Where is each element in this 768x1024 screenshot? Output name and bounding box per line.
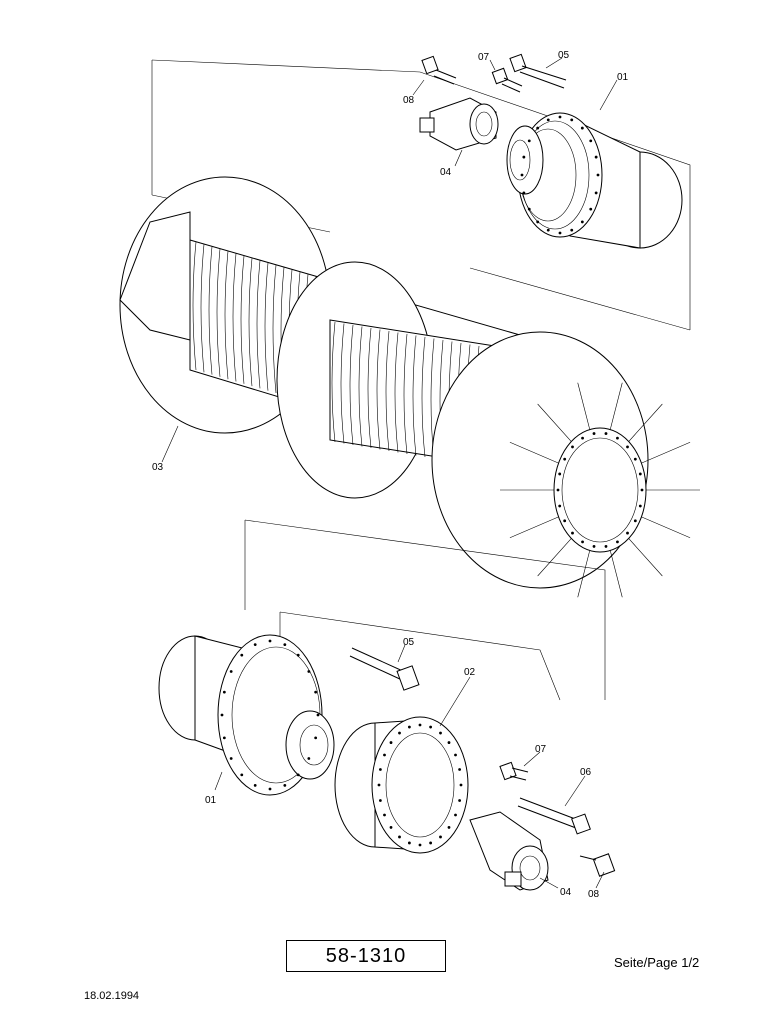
bolt-07-bottom	[499, 761, 529, 781]
bolt-07-top	[491, 67, 523, 93]
callout-05-top: 05	[558, 50, 570, 61]
bolt-08-top	[421, 55, 457, 85]
bottom-assembly-frame	[244, 519, 606, 701]
page-label: Seite/Page 1/2	[614, 955, 700, 970]
gearbox-top	[506, 112, 683, 249]
callout-08-top: 08	[403, 95, 415, 106]
drawing-date: 18.02.1994	[84, 990, 140, 1002]
callout-05-bottom: 05	[403, 637, 415, 648]
bolt-06-bottom	[517, 797, 591, 835]
callout-04-top: 04	[440, 167, 452, 178]
bolt-08-bottom	[579, 853, 616, 877]
callout-06: 06	[580, 767, 592, 778]
leader-lines	[161, 57, 618, 889]
document-number: 58-1310	[325, 944, 407, 967]
gearbox-bottom	[158, 634, 335, 796]
callout-01-top: 01	[617, 72, 629, 83]
motor-bottom	[469, 811, 549, 891]
callout-03: 03	[152, 462, 164, 473]
cable-drum	[119, 176, 700, 598]
callout-01-bottom: 01	[205, 795, 217, 806]
callout-07-top: 07	[478, 52, 490, 63]
callout-07-bottom: 07	[535, 744, 547, 755]
flange-ring	[334, 716, 469, 854]
document-number-box: 58-1310	[286, 940, 446, 972]
callout-08-bottom: 08	[588, 889, 600, 900]
callout-02: 02	[464, 667, 476, 678]
bolt-05-bottom	[349, 647, 420, 691]
bolt-05-top	[509, 53, 567, 89]
motor-top	[419, 97, 499, 151]
callout-04-bottom: 04	[560, 887, 572, 898]
